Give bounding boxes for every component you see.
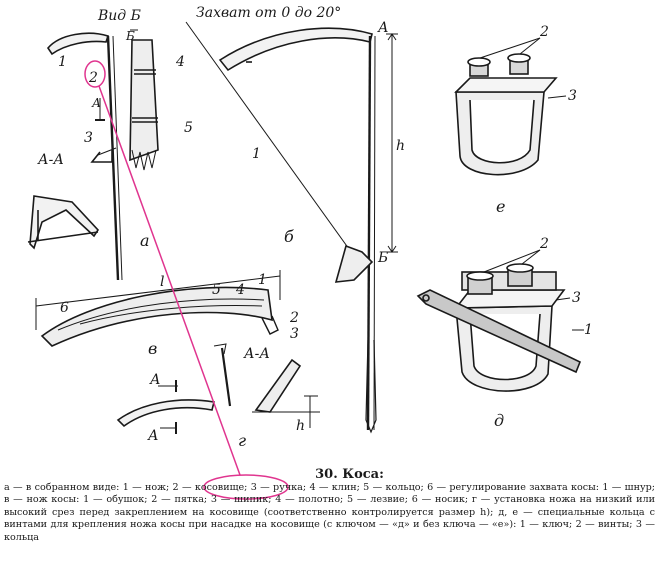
fig-b-blade <box>218 27 373 72</box>
highlight-connector-line <box>98 85 241 476</box>
fig-g-caption-letter: г <box>238 431 246 450</box>
figure-a-assembled-scythe <box>27 29 159 281</box>
highlight-circle-caption <box>203 474 289 500</box>
fig-v-blade-body <box>40 286 273 347</box>
caption-title: 30. Коса: <box>315 467 384 482</box>
fig-v-label-1: 1 <box>258 272 267 288</box>
fig-b-mark-b: Б <box>377 250 388 266</box>
fig-b-handle <box>334 244 374 283</box>
fig-d-label-2: 2 <box>539 236 549 252</box>
fig-a-label-2: 2 <box>88 70 98 86</box>
fig-d-label-3: 3 <box>572 290 581 306</box>
highlight-annotation <box>84 60 289 500</box>
fig-v-label-6: 6 <box>60 300 69 316</box>
figure-e-ring-with-screws <box>454 37 567 176</box>
fig-a-caption-letter: а <box>140 231 150 250</box>
fig-b-cord <box>185 21 355 257</box>
fig-a-mark-a: А <box>91 96 101 110</box>
fig-g-dim-h: h <box>296 418 305 434</box>
view-b-label: Вид Б <box>97 8 141 24</box>
highlight-circle-diagram <box>84 60 106 88</box>
fig-d-label-1: 1 <box>584 322 593 338</box>
fig-v-label-4: 4 <box>235 282 245 298</box>
fig-g-mark-a-top: А <box>149 372 161 388</box>
fig-b-caption-letter: б <box>284 227 294 246</box>
fig-b-dim-h: h <box>396 138 405 154</box>
fig-a-handle <box>90 150 113 163</box>
fig-d-caption-letter: д <box>494 411 504 430</box>
figure-g-blade-setting <box>116 343 320 434</box>
fig-a-blade <box>46 32 110 56</box>
fig-v-tang <box>261 315 279 335</box>
fig-e-label-3: 3 <box>568 88 577 104</box>
fig-a-section-aa <box>29 195 100 250</box>
fig-v-label-2: 2 <box>289 310 299 326</box>
fig-v-label-5: 5 <box>212 282 221 298</box>
fig-a-wedge-ring <box>129 39 159 162</box>
fig-b-label-1: 1 <box>252 146 261 162</box>
fig-b-mark-a: А <box>377 20 389 36</box>
figure-caption: 30. Коса: а — в собранном виде: 1 — нож;… <box>4 467 655 544</box>
fig-a-mark-b: Б <box>125 29 135 43</box>
fig-a-snath <box>106 35 120 281</box>
fig-e-caption-letter: е <box>496 197 505 216</box>
fig-g-mark-a-bottom: А <box>147 428 159 444</box>
fig-a-label-5: 5 <box>184 120 193 136</box>
fig-g-blade <box>116 399 215 428</box>
fig-e-label-2: 2 <box>539 24 549 40</box>
grip-range-label: Захват от 0 до 20° <box>196 5 341 21</box>
fig-a-label-1: 1 <box>58 54 67 70</box>
fig-g-section-aa: А-А <box>243 346 270 362</box>
caption-body: а — в собранном виде: 1 — нож; 2 — косов… <box>4 482 655 543</box>
figure-v-blade <box>35 270 281 347</box>
figure-b-grip-adjustment <box>185 21 398 434</box>
fig-d-key <box>416 289 582 374</box>
section-aa-label: А-А <box>37 152 64 168</box>
diagram-labels: Вид Б Захват от 0 до 20° 1 2 А Б 4 5 3 А… <box>37 5 593 450</box>
fig-v-dim-l: l <box>160 274 164 290</box>
fig-v-caption-letter: в <box>148 339 157 358</box>
figure-d-ring-with-key <box>416 249 584 392</box>
fig-a-label-4: 4 <box>175 54 185 70</box>
fig-g-section-aa <box>254 358 302 413</box>
fig-a-label-3: 3 <box>84 130 93 146</box>
fig-v-label-3: 3 <box>290 326 299 342</box>
fig-b-snath <box>366 35 372 431</box>
